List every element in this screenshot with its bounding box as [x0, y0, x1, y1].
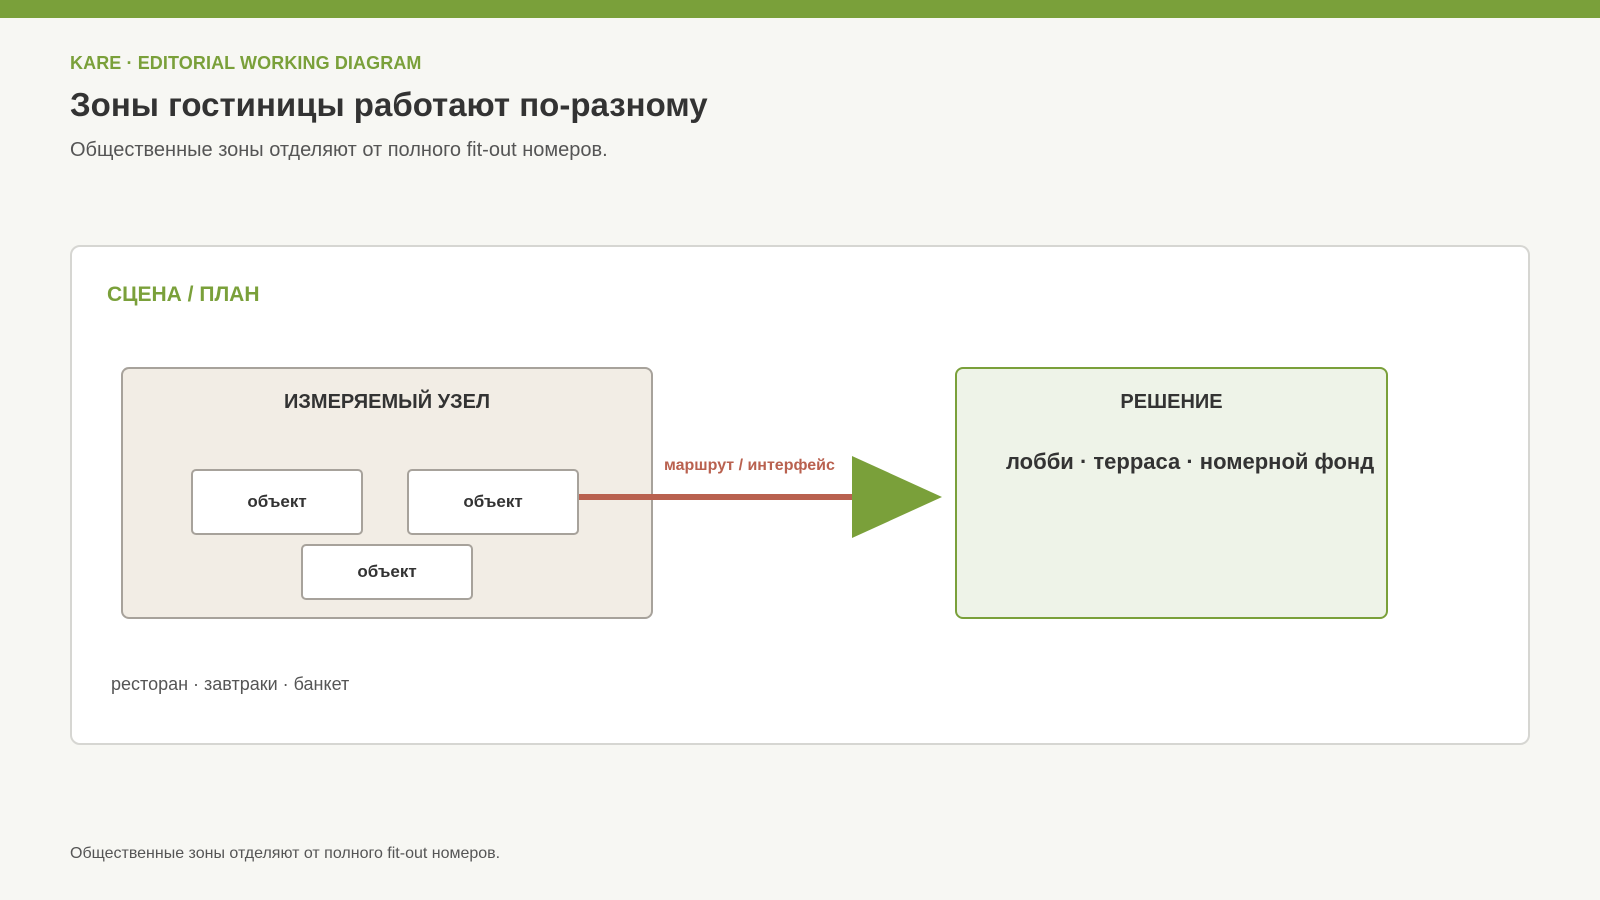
top-accent-bar	[0, 0, 1600, 18]
connector-label: маршрут / интерфейс	[664, 457, 835, 474]
decision-items: лобби · терраса · номерной фонд	[1006, 449, 1375, 474]
scene-card: СЦЕНА / ПЛАН ИЗМЕРЯЕМЫЙ УЗЕЛ объект объе…	[70, 245, 1530, 745]
page-subtitle: Общественные зоны отделяют от полного fi…	[70, 139, 608, 161]
object-box: объект	[191, 469, 363, 535]
decision-box: РЕШЕНИЕ лобби · терраса · номерной фонд	[955, 367, 1388, 619]
scene-label: СЦЕНА / ПЛАН	[107, 283, 260, 306]
measured-node: ИЗМЕРЯЕМЫЙ УЗЕЛ объект объект объект	[121, 367, 653, 619]
decision-title: РЕШЕНИЕ	[1120, 391, 1223, 413]
page-title: Зоны гостиницы работают по-разному	[70, 86, 708, 123]
object-box: объект	[301, 544, 473, 600]
scene-note: ресторан · завтраки · банкет	[111, 674, 350, 694]
footer-note: Общественные зоны отделяют от полного fi…	[70, 845, 501, 862]
object-box: объект	[407, 469, 579, 535]
kicker-label: KARE · EDITORIAL WORKING DIAGRAM	[70, 53, 422, 73]
arrowhead-icon	[852, 456, 942, 538]
measured-node-title: ИЗМЕРЯЕМЫЙ УЗЕЛ	[284, 391, 490, 413]
